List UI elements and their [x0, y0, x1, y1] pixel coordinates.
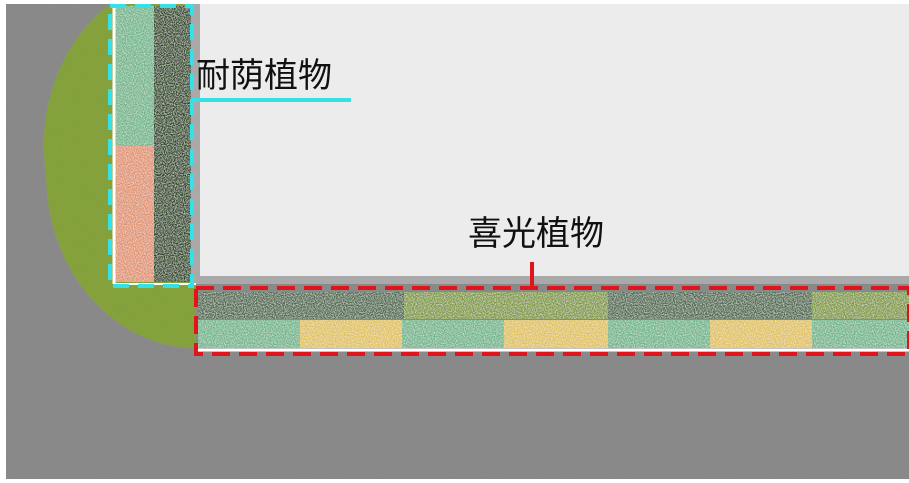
shade-block-salmon — [114, 146, 154, 282]
building-edge-left — [191, 4, 200, 284]
sun-front-light-green-4 — [812, 320, 909, 348]
sun-front-light-green-2 — [402, 320, 504, 348]
sun-plant-bed — [198, 292, 909, 348]
shade-plant-bed — [114, 6, 191, 282]
sun-back-olive-1 — [404, 292, 608, 319]
sun-plants-label: 喜光植物 — [468, 214, 604, 254]
sun-front-yellow-2 — [504, 320, 608, 348]
sun-back-olive-2 — [812, 292, 909, 319]
sun-front-yellow-1 — [300, 320, 402, 348]
sun-front-yellow-3 — [710, 320, 812, 348]
shade-plants-label: 耐荫植物 — [196, 56, 332, 96]
sun-bed-highlight — [194, 286, 909, 356]
building-footprint — [200, 4, 909, 276]
shade-block-light-green — [114, 6, 154, 146]
shade-hedge-back — [154, 6, 191, 282]
sun-front-light-green-3 — [608, 320, 710, 348]
sun-back-dark-green-2 — [608, 292, 812, 319]
sun-front-light-green-1 — [198, 320, 300, 348]
building-edge-bottom — [196, 276, 909, 284]
sun-back-dark-green-1 — [198, 292, 404, 319]
shade-bed-highlight — [108, 4, 194, 288]
